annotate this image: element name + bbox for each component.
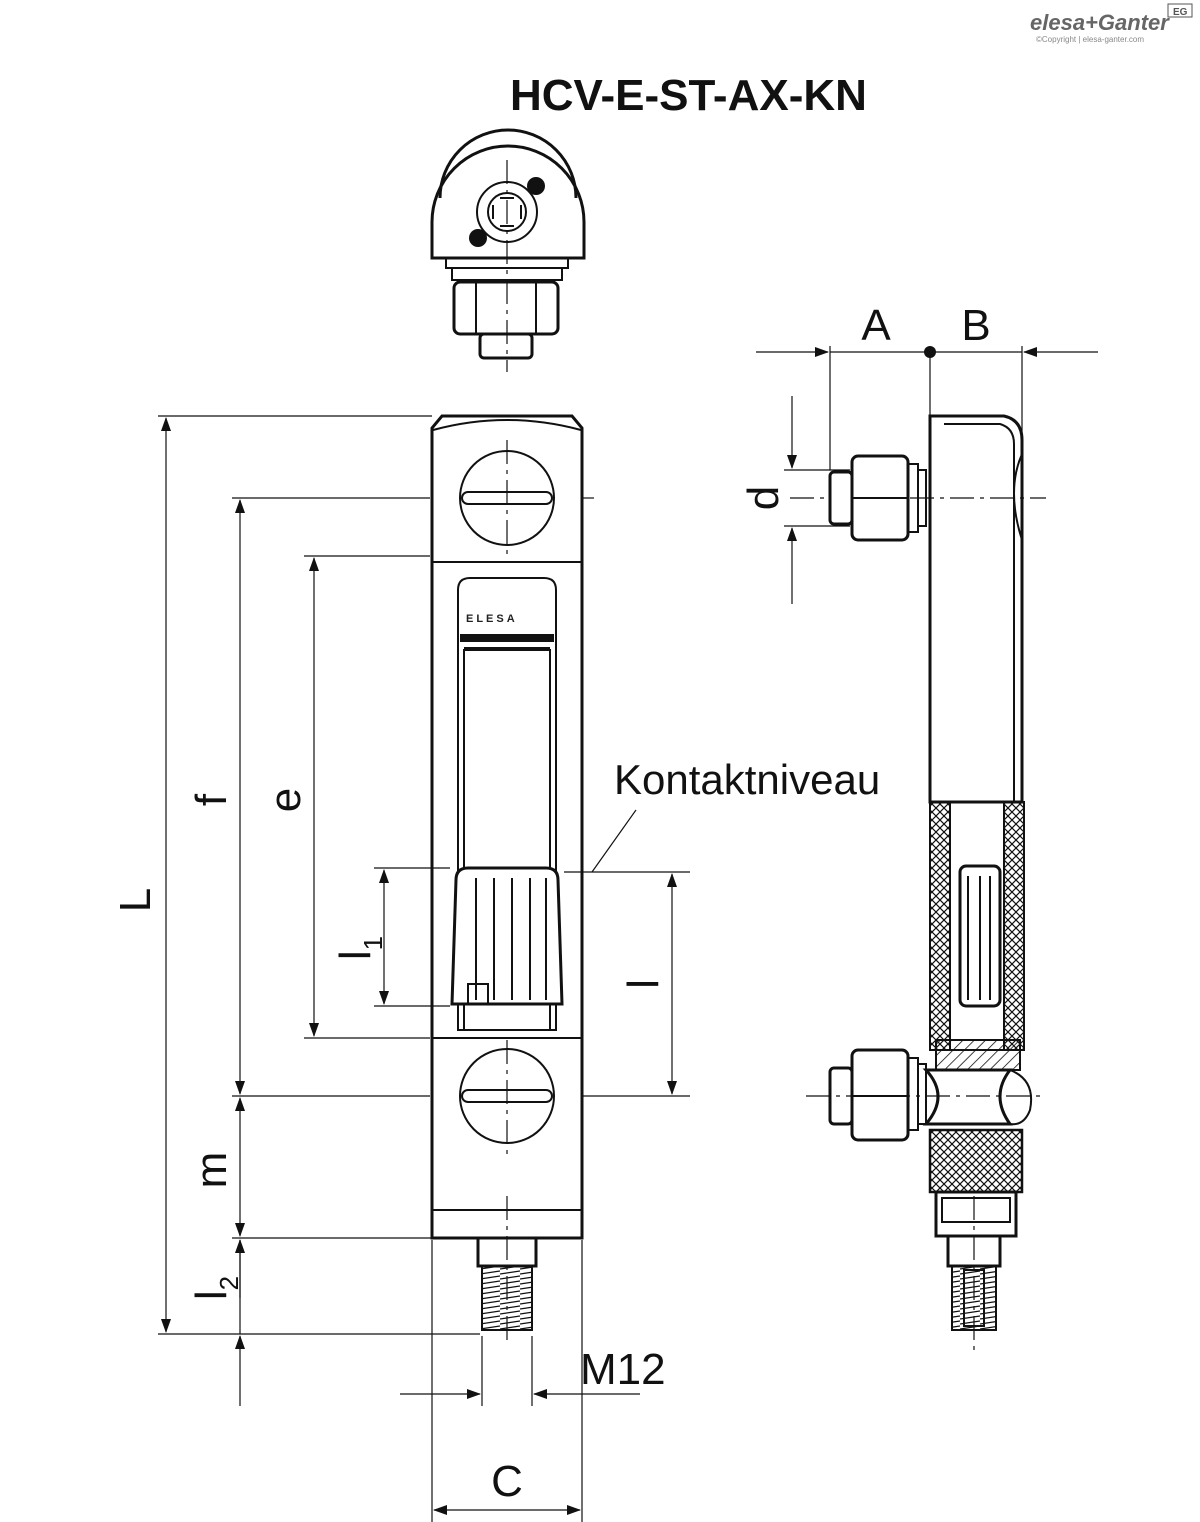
dim-label-l1: l1 (331, 936, 388, 960)
brand-logo-copyright: ©Copyright | elesa-ganter.com (1036, 35, 1144, 44)
front-view: ELESA (430, 414, 584, 1345)
float-indicator (450, 866, 564, 1006)
dim-label-A: A (861, 301, 891, 350)
dim-label-f: f (187, 793, 236, 806)
drawing-title: HCV-E-ST-AX-KN (510, 71, 867, 120)
window-brand-label: ELESA (466, 613, 518, 625)
top-view (430, 128, 586, 372)
brand-logo: elesa+Ganter EG ©Copyright | elesa-gante… (1030, 3, 1193, 44)
side-dimensions: A B d (739, 301, 1098, 604)
dim-label-e: e (261, 788, 310, 812)
dim-label-m: m (187, 1152, 236, 1189)
brand-logo-badge: EG (1173, 7, 1188, 18)
front-dimensions: L f e l1 l m l2 M12 C Kontaktn (111, 415, 880, 1522)
dim-label-L: L (111, 888, 160, 912)
m12-connector (476, 1196, 538, 1345)
dim-label-B: B (961, 301, 990, 350)
dim-label-l2: l2 (187, 1276, 244, 1300)
dim-label-l: l (619, 979, 668, 989)
contact-level-annotation: Kontaktniveau (614, 756, 880, 803)
dim-label-d: d (739, 486, 788, 510)
side-view (790, 350, 1046, 1350)
dim-label-C: C (491, 1457, 523, 1506)
dim-label-M12: M12 (580, 1345, 666, 1394)
brand-logo-text: elesa+Ganter (1030, 10, 1170, 35)
